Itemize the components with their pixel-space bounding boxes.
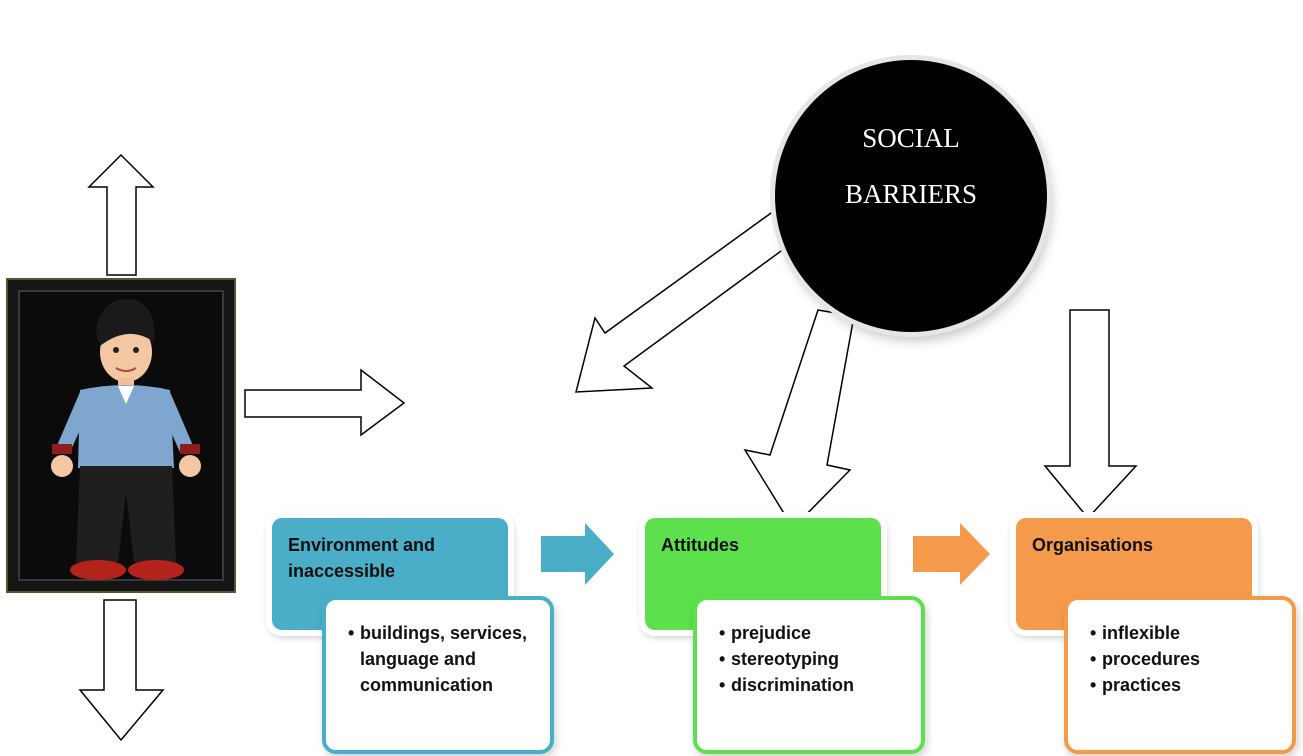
organisations-title: Organisations	[1032, 535, 1154, 555]
attitudes-arrow	[743, 309, 855, 530]
portrait-frame	[6, 278, 236, 593]
environment-title: Environment and inaccessible	[288, 535, 436, 581]
up-arrow	[87, 153, 155, 276]
diagonal-arrow	[575, 206, 793, 393]
connector-arrow-2	[913, 523, 990, 585]
list-item: practices	[1090, 672, 1284, 698]
connector-arrow-1	[541, 523, 614, 585]
down-arrow	[78, 599, 165, 742]
list-item: buildings, services, language and commun…	[348, 620, 542, 698]
organisations-detail: inflexible procedures practices	[1064, 596, 1296, 754]
social-barriers-label: SOCIAL BARRIERS	[811, 110, 1011, 222]
attitudes-title: Attitudes	[661, 535, 739, 555]
social-barriers-circle: SOCIAL BARRIERS	[775, 60, 1047, 332]
cartoon-boy-icon	[51, 299, 201, 580]
list-item: prejudice	[719, 620, 913, 646]
list-item: inflexible	[1090, 620, 1284, 646]
environment-detail: buildings, services, language and commun…	[322, 596, 554, 754]
list-item: stereotyping	[719, 646, 913, 672]
social-barriers-line2: BARRIERS	[844, 179, 978, 209]
right-arrow	[244, 368, 406, 437]
list-item: procedures	[1090, 646, 1284, 672]
list-item: discrimination	[719, 672, 913, 698]
attitudes-detail: prejudice stereotyping discrimination	[693, 596, 925, 754]
organisations-arrow	[1043, 309, 1138, 520]
social-barriers-line1: SOCIAL	[862, 123, 960, 153]
